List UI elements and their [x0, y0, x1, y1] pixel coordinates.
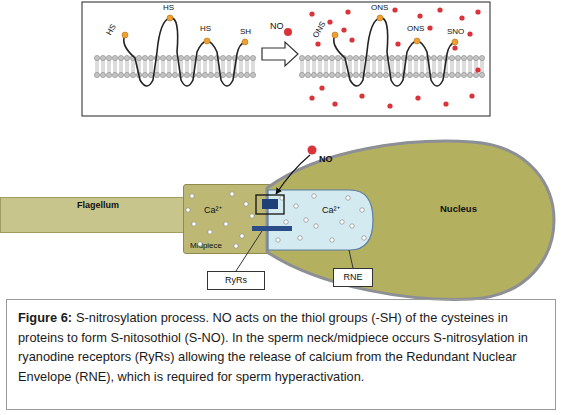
leader-line — [349, 250, 353, 268]
callout-box: RNE — [333, 268, 373, 287]
group-label: ONS — [312, 20, 328, 39]
no-molecule — [308, 146, 317, 155]
inset-frame — [82, 2, 490, 116]
lipid-bilayer — [299, 55, 484, 77]
nucleus-outline — [262, 138, 556, 302]
figure-number: Figure 6: — [18, 310, 72, 325]
reaction-arrow — [262, 42, 298, 66]
ryanodine-receptor — [262, 199, 278, 209]
caption-text: S-nitrosylation process. NO acts on the … — [18, 310, 528, 384]
molecule-label: NO — [270, 22, 284, 31]
callout-label: RNE — [334, 269, 372, 286]
part-label: Midpiece — [190, 242, 222, 250]
membrane-protein — [122, 15, 248, 86]
rne-envelope — [268, 190, 373, 250]
ryanodine-receptor — [252, 226, 292, 231]
group-label: SH — [240, 28, 251, 36]
lipid-bilayer — [94, 55, 255, 77]
group-label: HS — [105, 23, 117, 37]
no-molecules — [309, 7, 480, 108]
group-label: SNO — [447, 28, 464, 36]
no-molecule — [284, 28, 292, 36]
flagellum-shape: Flagellum — [0, 197, 190, 233]
zoom-box — [256, 195, 284, 214]
leader-line — [236, 231, 262, 271]
pointer-arrow — [276, 155, 310, 194]
caption-box: Figure 6:S-nitrosylation process. NO act… — [6, 299, 556, 410]
part-label: Flagellum — [77, 201, 119, 210]
membrane-protein — [332, 15, 458, 86]
nucleus-shape: Nucleus — [262, 138, 556, 302]
group-label: HS — [163, 4, 174, 12]
callout-box: RyRs — [207, 271, 265, 290]
group-label: ONS — [371, 4, 388, 12]
calcium-ions — [186, 192, 366, 248]
part-label: Nucleus — [440, 204, 477, 214]
callout-label: RyRs — [208, 272, 264, 289]
group-label: HS — [200, 25, 211, 33]
group-label: ONS — [407, 25, 424, 33]
